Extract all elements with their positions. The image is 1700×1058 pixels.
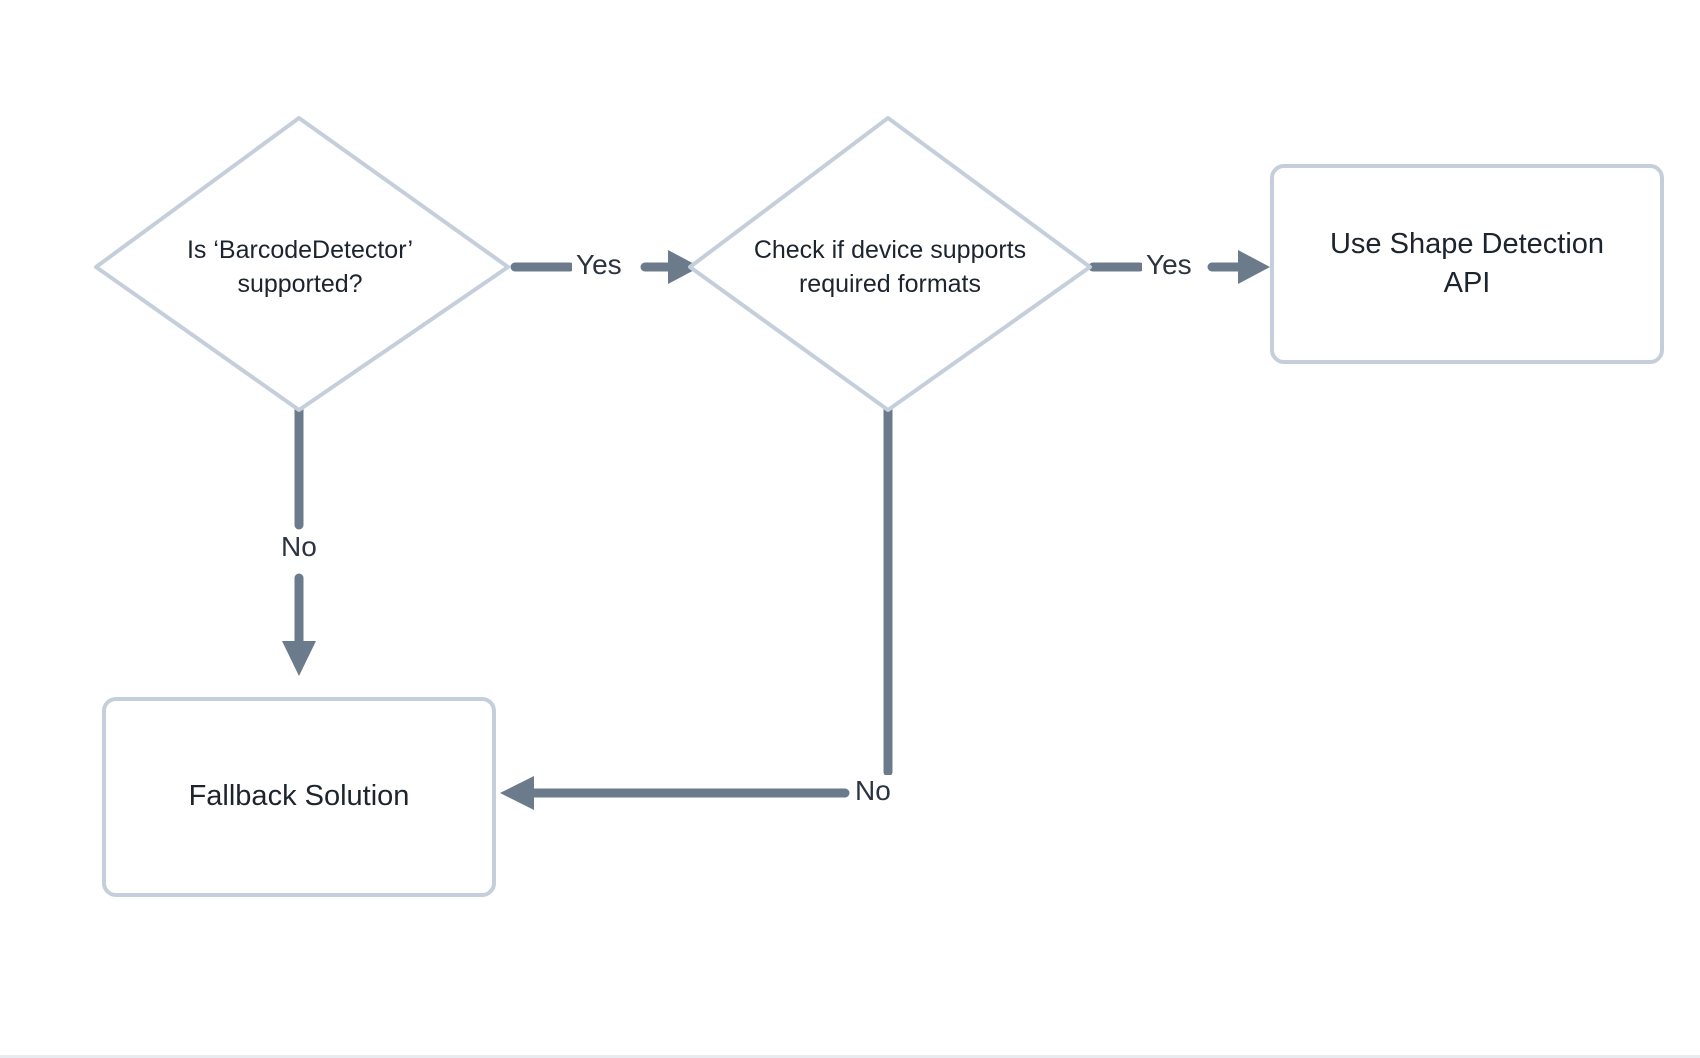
edge-formats-no-arrowhead [500,776,534,810]
edge-formats-yes [1088,250,1270,284]
edge-supported-no-arrowhead [282,641,316,676]
node-fallback-solution-shape[interactable] [102,697,496,897]
node-is-barcodedetector-supported-shape[interactable] [94,116,510,412]
edge-label-formats-yes: Yes [1142,249,1196,281]
node-use-shape-detection-api-shape[interactable] [1270,164,1664,364]
node-check-device-formats-shape[interactable] [688,116,1092,412]
edge-formats-yes-arrowhead [1238,250,1270,284]
edge-supported-yes-arrowhead [668,250,700,284]
edge-label-supported-no: No [277,531,321,563]
edge-label-supported-yes: Yes [572,249,626,281]
edge-supported-no [282,403,316,676]
edge-label-formats-no: No [851,775,895,807]
edge-formats-no [500,403,893,810]
bottom-divider [0,1055,1700,1058]
edge-supported-yes [510,250,700,284]
